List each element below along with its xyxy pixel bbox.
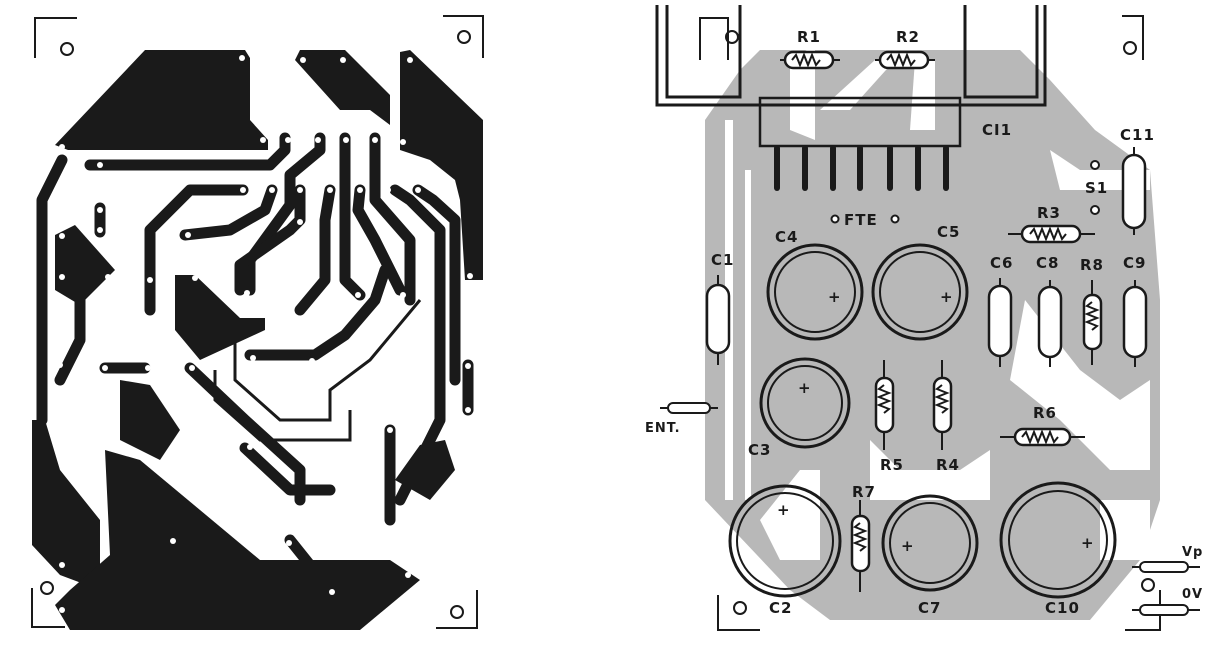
capacitor-c4 <box>766 243 864 341</box>
component-side-layout: CI1 R1 R2 R3 R6 R5 R4 <box>640 0 1210 648</box>
copper-thin-outlines <box>213 299 422 442</box>
capacitor-c11: C11 <box>1120 126 1155 235</box>
electrolytic-capacitors <box>728 243 1117 599</box>
component-placement-drawing: CI1 R1 R2 R3 R6 R5 R4 <box>645 5 1203 631</box>
corner-marks <box>699 15 1161 631</box>
copper-pours <box>32 50 483 630</box>
resistor-r4: R4 <box>932 360 960 474</box>
label-r2: R2 <box>896 28 920 46</box>
resistor-r8: R8 <box>1080 256 1104 365</box>
power-lead-vp: Vp <box>1132 545 1203 573</box>
capacitor-c3 <box>759 357 851 449</box>
resistor-r3: R3 <box>1008 204 1095 244</box>
label-r7: R7 <box>852 483 876 501</box>
plus-c10: + <box>1081 534 1095 552</box>
label-vp: Vp <box>1182 545 1203 560</box>
label-c7: C7 <box>918 599 941 617</box>
label-fte: FTE <box>844 211 878 229</box>
copper-tracks-drawing <box>31 15 484 630</box>
ic-ci1: CI1 <box>758 96 1012 191</box>
ic-label: CI1 <box>982 121 1012 139</box>
corner-mark-tr <box>443 15 484 58</box>
capacitor-c8: C8 <box>1036 254 1063 367</box>
label-c10: C10 <box>1045 599 1080 617</box>
capacitor-c5 <box>871 243 969 341</box>
plus-c2: + <box>777 501 791 519</box>
power-lead-0v: 0V <box>1132 587 1203 616</box>
capacitor-c9: C9 <box>1122 254 1148 367</box>
corner-mark-br <box>436 590 478 629</box>
pads <box>830 160 1100 224</box>
label-s1: S1 <box>1085 179 1108 197</box>
plus-c4: + <box>828 288 842 306</box>
label-c11: C11 <box>1120 126 1155 144</box>
heatsink-outline <box>655 5 1047 107</box>
electrolytic-labels: C4 C5 C3 C2 C7 C10 <box>748 223 1080 617</box>
label-c9: C9 <box>1123 254 1146 272</box>
capacitor-c2 <box>728 484 842 598</box>
resistor-r7: R7 <box>850 483 876 592</box>
label-r6: R6 <box>1033 404 1057 422</box>
label-r3: R3 <box>1037 204 1061 222</box>
resistor-r5: R5 <box>874 360 904 474</box>
resistor-r2: R2 <box>875 28 935 70</box>
label-0v: 0V <box>1182 587 1203 602</box>
capacitor-c1: C1 <box>705 251 734 365</box>
copper-traces <box>36 132 474 596</box>
label-c3: C3 <box>748 441 771 459</box>
plus-c5: + <box>940 288 954 306</box>
ic-pins <box>774 145 949 191</box>
corner-mark-tl <box>34 17 77 58</box>
plus-c3: + <box>798 379 812 397</box>
label-r5: R5 <box>880 456 904 474</box>
capacitor-c7 <box>881 494 979 592</box>
resistor-r1: R1 <box>780 28 840 70</box>
label-c8: C8 <box>1036 254 1059 272</box>
input-lead-ent: ENT. <box>645 402 718 436</box>
plus-c7: + <box>901 537 915 555</box>
label-c6: C6 <box>990 254 1013 272</box>
drill-holes <box>57 55 473 613</box>
polarity-marks: + + + + + + <box>777 288 1095 555</box>
label-r1: R1 <box>797 28 821 46</box>
label-c2: C2 <box>769 599 792 617</box>
label-ent: ENT. <box>645 421 681 436</box>
label-r4: R4 <box>936 456 960 474</box>
resistor-r6: R6 <box>1000 404 1085 447</box>
copper-side-layout <box>0 0 500 648</box>
label-c1: C1 <box>711 251 734 269</box>
corner-mark-bl <box>31 588 65 628</box>
capacitor-c6: C6 <box>987 254 1013 367</box>
capacitor-c10 <box>999 481 1117 599</box>
label-c4: C4 <box>775 228 798 246</box>
label-r8: R8 <box>1080 256 1104 274</box>
label-c5: C5 <box>937 223 960 241</box>
